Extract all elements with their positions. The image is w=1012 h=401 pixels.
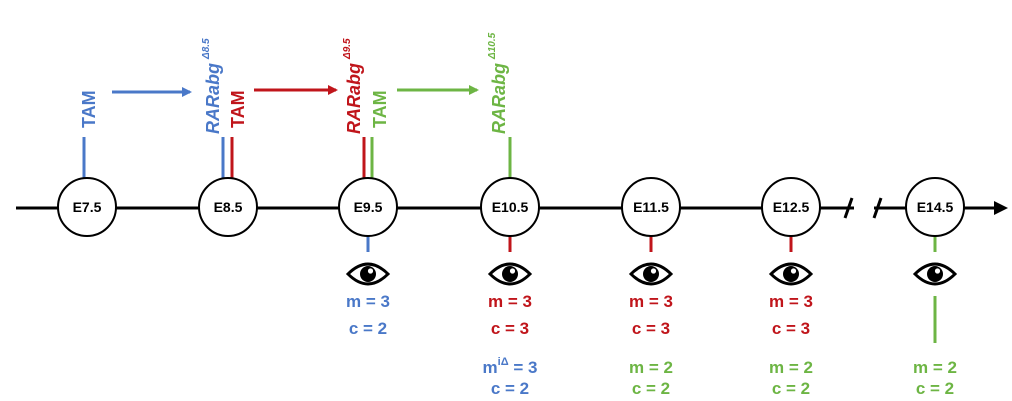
count-m-e145: m = 2 xyxy=(913,358,957,377)
stage-label: E8.5 xyxy=(214,199,243,215)
tam-label-green: TAM xyxy=(370,90,390,128)
count-c-e95: c = 2 xyxy=(349,319,387,338)
tam-label-red: TAM xyxy=(228,90,248,128)
eye-icon xyxy=(487,262,533,286)
timeline-arrow-head xyxy=(994,201,1008,215)
count-c2-e125: c = 2 xyxy=(772,379,810,396)
stage-node-e105: E10.5 xyxy=(480,177,540,237)
genotype-sup: Δ9.5 xyxy=(342,38,353,60)
stage-label: E10.5 xyxy=(492,199,529,215)
stage-label: E11.5 xyxy=(633,199,669,215)
count-m2-sup: iΔ xyxy=(498,356,509,368)
count-m-e105: m = 3 xyxy=(488,292,532,311)
stage-label: E12.5 xyxy=(773,199,810,215)
count-c-e105: c = 3 xyxy=(491,319,529,338)
genotype-main: RARabg xyxy=(344,63,364,134)
stage-node-e85: E8.5 xyxy=(198,177,258,237)
stage-node-e115: E11.5 xyxy=(621,177,681,237)
axis-break-mark xyxy=(872,197,883,219)
eye-icon xyxy=(768,262,814,286)
count-c-e115: c = 3 xyxy=(632,319,670,338)
eye-icon xyxy=(345,262,391,286)
genotype-label-d85: RARabg Δ8.5 xyxy=(201,38,223,134)
axis-break-mark xyxy=(843,197,854,219)
genotype-label-d105: RARabg Δ10.5 xyxy=(487,32,509,134)
svg-text:RARabgΔ8.5: RARabg Δ8.5 xyxy=(201,38,223,134)
stage-node-e125: E12.5 xyxy=(761,177,821,237)
count-c-e125: c = 3 xyxy=(772,319,810,338)
count-m2-val: = 3 xyxy=(509,358,538,377)
svg-text:RARabgΔ9.5: RARabg Δ9.5 xyxy=(342,38,364,134)
count-m-e95: m = 3 xyxy=(346,292,390,311)
eye-icon xyxy=(628,262,674,286)
stage-node-e145: E14.5 xyxy=(905,177,965,237)
eye-icon xyxy=(912,262,958,286)
count-c2-e115: c = 2 xyxy=(632,379,670,396)
count-m2-e105: miΔ = 3 xyxy=(483,356,538,377)
count-m2-e125: m = 2 xyxy=(769,358,813,377)
count-m2-e115: m = 2 xyxy=(629,358,673,377)
tam-label-blue: TAM xyxy=(79,90,99,128)
count-c2-e105: c = 2 xyxy=(491,379,529,396)
count-m2-base: m xyxy=(483,358,498,377)
count-m-e115: m = 3 xyxy=(629,292,673,311)
count-c-e145: c = 2 xyxy=(916,379,954,396)
count-m-e125: m = 3 xyxy=(769,292,813,311)
stage-node-e95: E9.5 xyxy=(338,177,398,237)
stage-label: E7.5 xyxy=(73,199,102,215)
stage-node-e75: E7.5 xyxy=(57,177,117,237)
genotype-main: RARabg xyxy=(489,63,509,134)
stage-label: E9.5 xyxy=(354,199,383,215)
stage-label: E14.5 xyxy=(917,199,954,215)
genotype-label-d95: RARabg Δ9.5 xyxy=(342,38,364,134)
genotype-main: RARabg xyxy=(203,63,223,134)
svg-text:RARabgΔ10.5: RARabg Δ10.5 xyxy=(487,32,509,134)
genotype-sup: Δ10.5 xyxy=(487,32,498,60)
genotype-sup: Δ8.5 xyxy=(201,38,212,60)
